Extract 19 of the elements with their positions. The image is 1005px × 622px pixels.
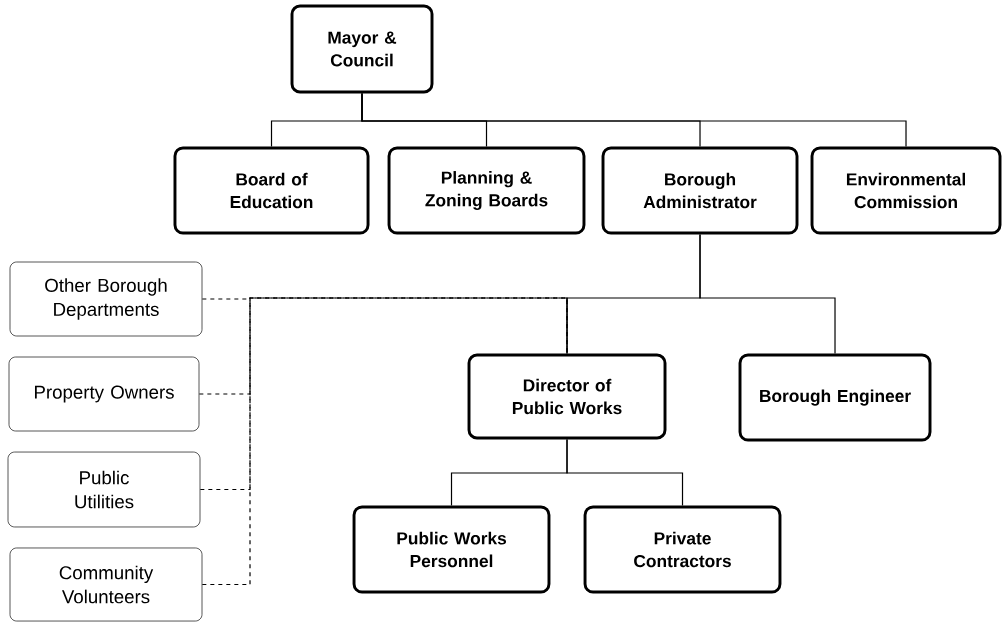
connector-line [198,297,568,395]
org-box: Mayor & Council [290,4,434,94]
org-box: Public Works Personnel [352,505,551,594]
org-box: Director of Public Works [467,353,667,440]
connector-line [699,233,836,355]
org-box: Borough Administrator [601,146,799,235]
org-box: Environmental Commission [810,146,1002,235]
stakeholder-box: Other Borough Departments [9,261,203,337]
stakeholder-box: Public Utilities [7,451,201,528]
stakeholder-box: Community Volunteers [9,547,203,622]
connector-line [566,438,684,507]
org-box: Planning & Zoning Boards [387,146,586,235]
org-box: Board of Education [173,146,370,235]
connector-line [201,297,568,586]
connector-line [199,297,568,491]
org-box: Borough Engineer [738,353,932,442]
stakeholder-box: Property Owners [8,356,200,432]
connector-line [361,92,907,148]
org-box: Private Contractors [583,505,782,594]
